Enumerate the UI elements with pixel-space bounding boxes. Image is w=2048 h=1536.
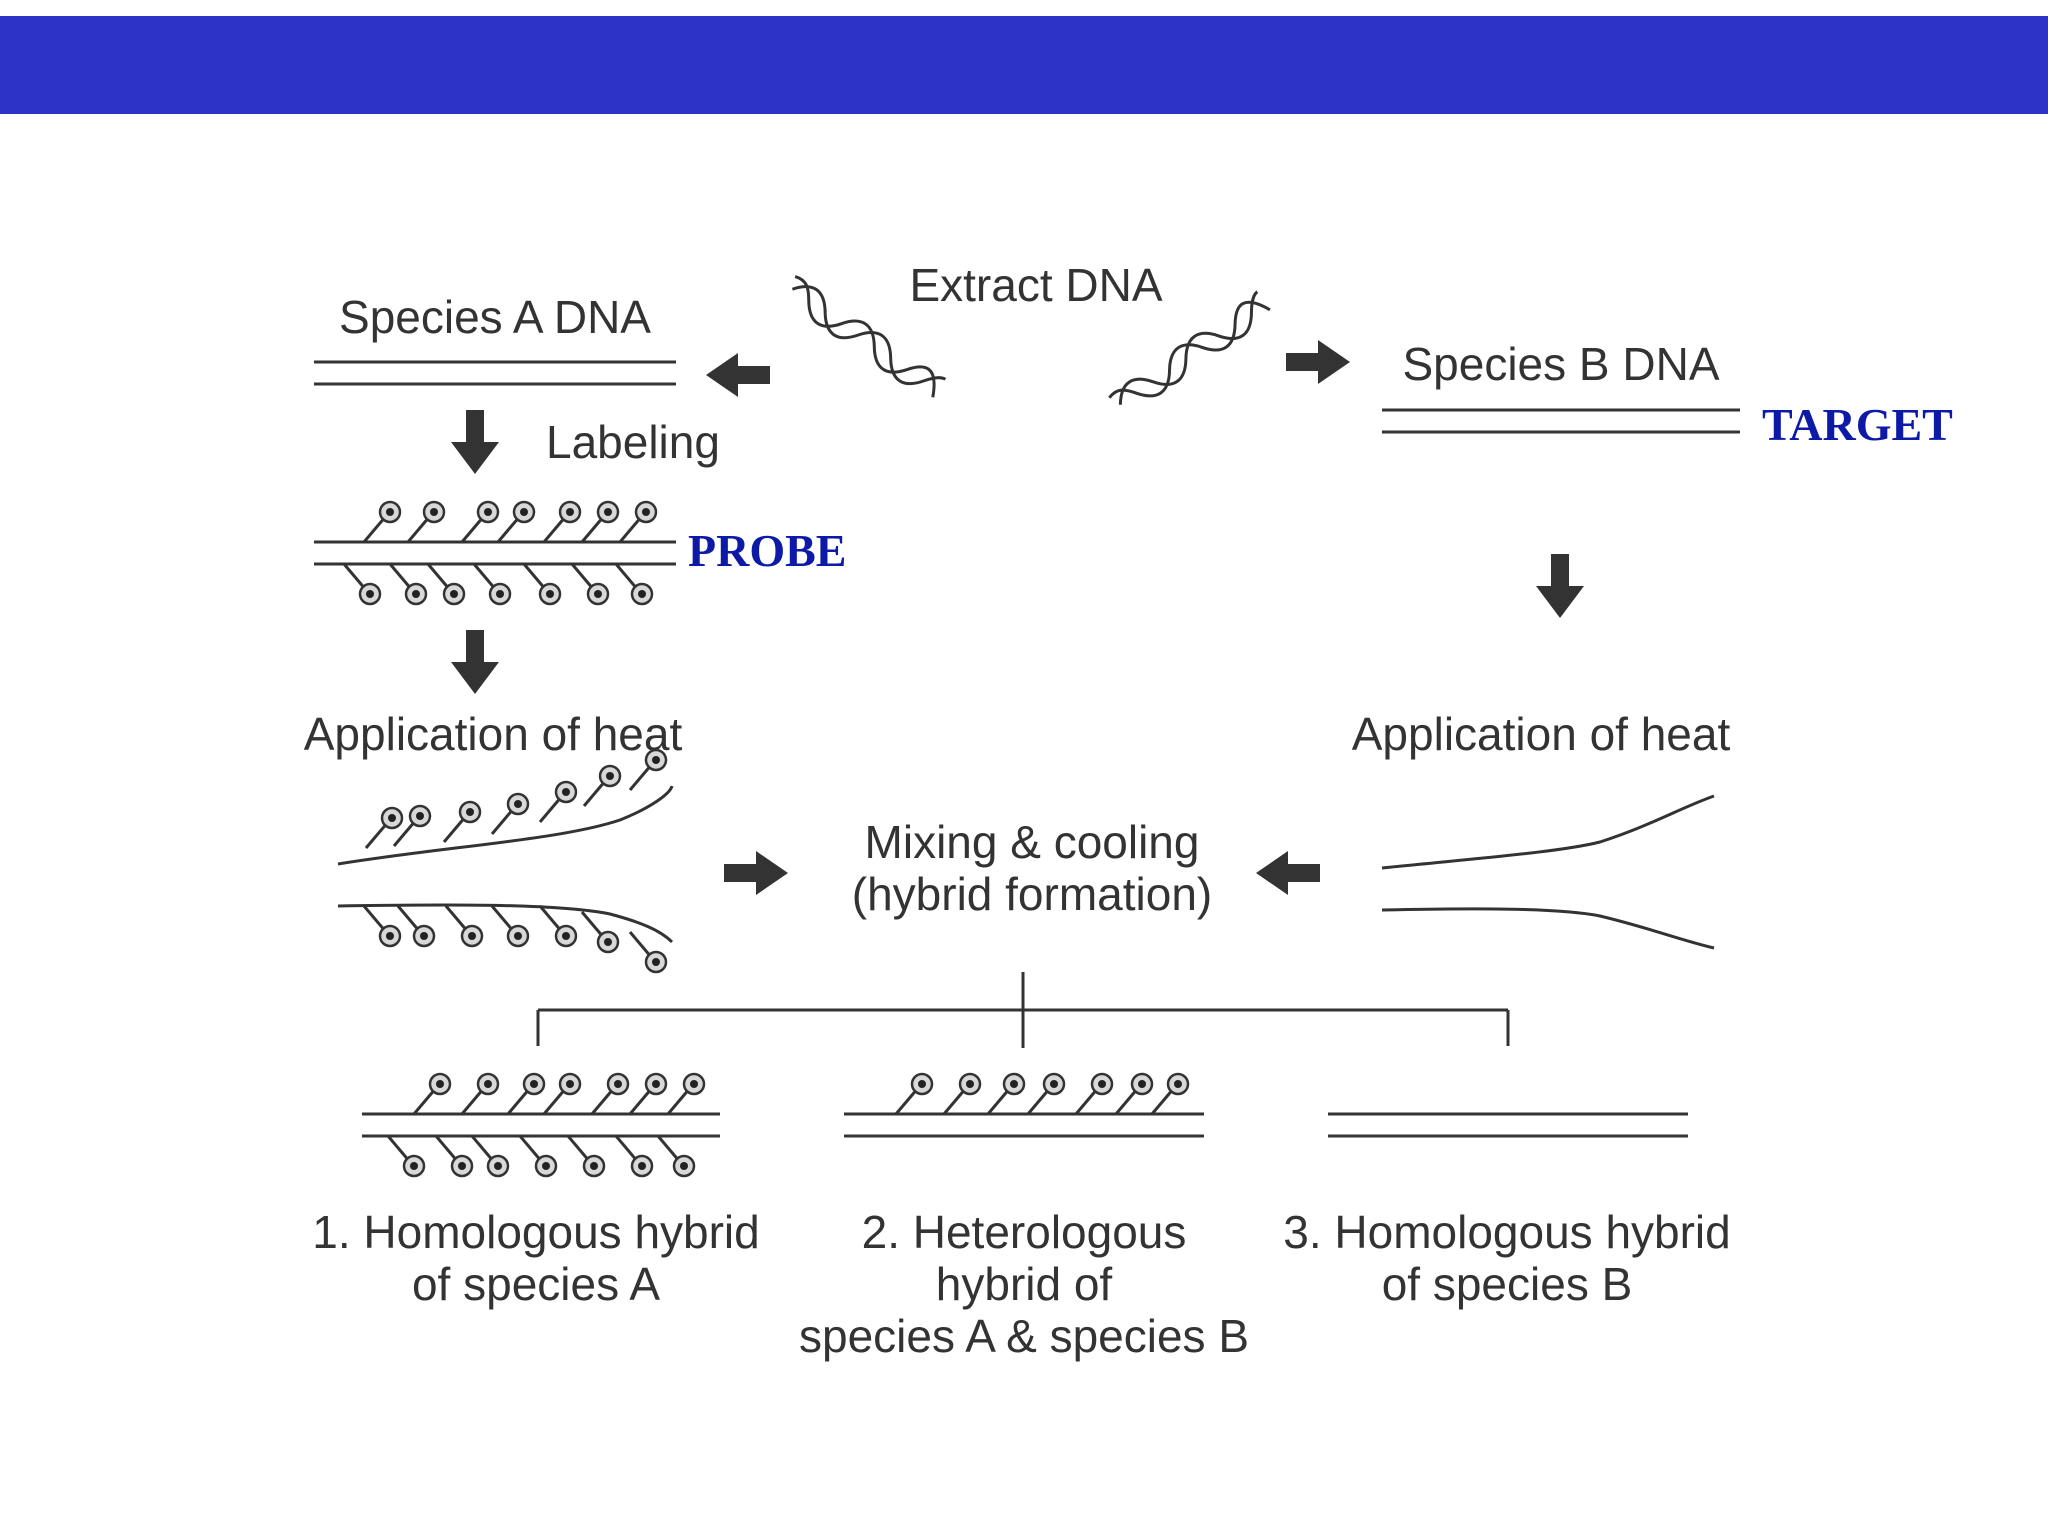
denatured-target-strands bbox=[1381, 794, 1715, 950]
result3-label-line2: of species B bbox=[1382, 1258, 1633, 1310]
dna-helix-icon bbox=[1108, 290, 1271, 405]
probe-tag: PROBE bbox=[688, 525, 846, 576]
denatured-probe-strands bbox=[337, 748, 674, 974]
arrow-icon bbox=[724, 851, 788, 895]
result2-label-line3: species A & species B bbox=[799, 1310, 1249, 1362]
arrow-icon bbox=[451, 630, 499, 694]
result-bracket bbox=[536, 972, 1510, 1048]
species-a-dna-label: Species A DNA bbox=[339, 291, 651, 343]
labeling-label: Labeling bbox=[546, 416, 720, 468]
mixing-label-line1: Mixing & cooling bbox=[865, 816, 1200, 868]
arrow-icon bbox=[706, 353, 770, 397]
header-bar bbox=[0, 16, 2048, 114]
homologous-hybrid-b bbox=[1328, 1112, 1688, 1138]
species-b-dna-label: Species B DNA bbox=[1402, 338, 1719, 390]
species-a-double-strand bbox=[314, 360, 676, 386]
arrow-icon bbox=[1536, 554, 1584, 618]
arrow-icon bbox=[451, 410, 499, 474]
target-tag: TARGET bbox=[1762, 399, 1953, 450]
mixing-label-line2: (hybrid formation) bbox=[852, 868, 1212, 920]
result1-label-line1: 1. Homologous hybrid bbox=[312, 1206, 759, 1258]
homologous-hybrid-a bbox=[362, 1072, 720, 1178]
labeled-probe-dna bbox=[314, 500, 676, 606]
heterologous-hybrid-ab bbox=[844, 1072, 1204, 1138]
result2-label-line1: 2. Heterologous bbox=[862, 1206, 1187, 1258]
result2-label-line2: hybrid of bbox=[936, 1258, 1113, 1310]
dna-helix-icon bbox=[791, 275, 947, 398]
heat-right-label: Application of heat bbox=[1352, 708, 1731, 760]
result3-label-line1: 3. Homologous hybrid bbox=[1283, 1206, 1730, 1258]
arrow-icon bbox=[1286, 340, 1350, 384]
extract-dna-label: Extract DNA bbox=[909, 259, 1162, 311]
result1-label-line2: of species A bbox=[412, 1258, 660, 1310]
heat-left-label: Application of heat bbox=[304, 708, 683, 760]
species-b-double-strand bbox=[1382, 408, 1740, 434]
arrow-icon bbox=[1256, 851, 1320, 895]
